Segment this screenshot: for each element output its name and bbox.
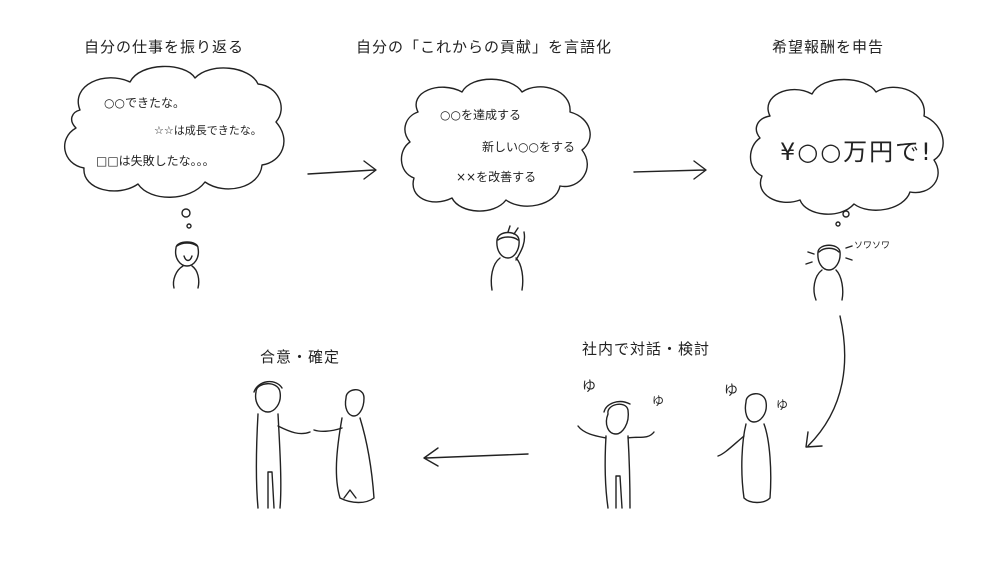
figure-agreeing-left — [253, 381, 311, 509]
sfx-text: ゆ — [724, 383, 738, 399]
thought-cloud-1 — [63, 65, 285, 198]
step3-title: 希望報酬を申告 — [772, 38, 885, 56]
thought-bubble-2 — [186, 223, 192, 229]
thought-text: ☆☆は成長できたな。 — [154, 124, 262, 137]
arrow-1-to-2 — [307, 160, 377, 180]
sfx-text: ゆ — [582, 379, 596, 395]
thought-cloud-2 — [400, 78, 591, 212]
thought-text: ○○できたな。 — [104, 96, 185, 110]
thought-cloud-3 — [749, 78, 944, 215]
step1-title: 自分の仕事を振り返る — [84, 38, 245, 56]
step5-title: 合意・確定 — [260, 348, 341, 366]
thought-text: □□は失敗したな。。。 — [96, 154, 215, 168]
arrow-3-to-4 — [805, 315, 846, 448]
arrow-2-to-3 — [633, 160, 707, 180]
figure-fidgeting — [805, 244, 853, 301]
thought-text: ××を改善する — [456, 170, 537, 184]
thought-bubble-3 — [842, 210, 850, 218]
thought-bubble-4 — [835, 221, 841, 227]
arrow-4-to-5 — [423, 447, 529, 467]
figure-agreeing-right — [313, 389, 375, 504]
thought-text: ○○を達成する — [440, 108, 521, 122]
figure-discussing-right — [717, 393, 772, 504]
thought-text: ¥○○万円で! — [780, 138, 933, 166]
figure-articulating — [490, 225, 526, 291]
sfx-text: ゆ — [776, 398, 789, 412]
thought-text: 新しい○○をする — [482, 140, 575, 154]
thought-bubble-1 — [181, 208, 191, 218]
step2-title: 自分の「これからの貢献」を言語化 — [356, 38, 613, 56]
figure-discussing-left — [577, 400, 655, 509]
figure-reflecting — [172, 241, 200, 289]
step4-title: 社内で対話・検討 — [582, 340, 711, 358]
sfx-text: ゆ — [652, 394, 665, 408]
sfx-text: ソワソワ — [854, 241, 891, 251]
